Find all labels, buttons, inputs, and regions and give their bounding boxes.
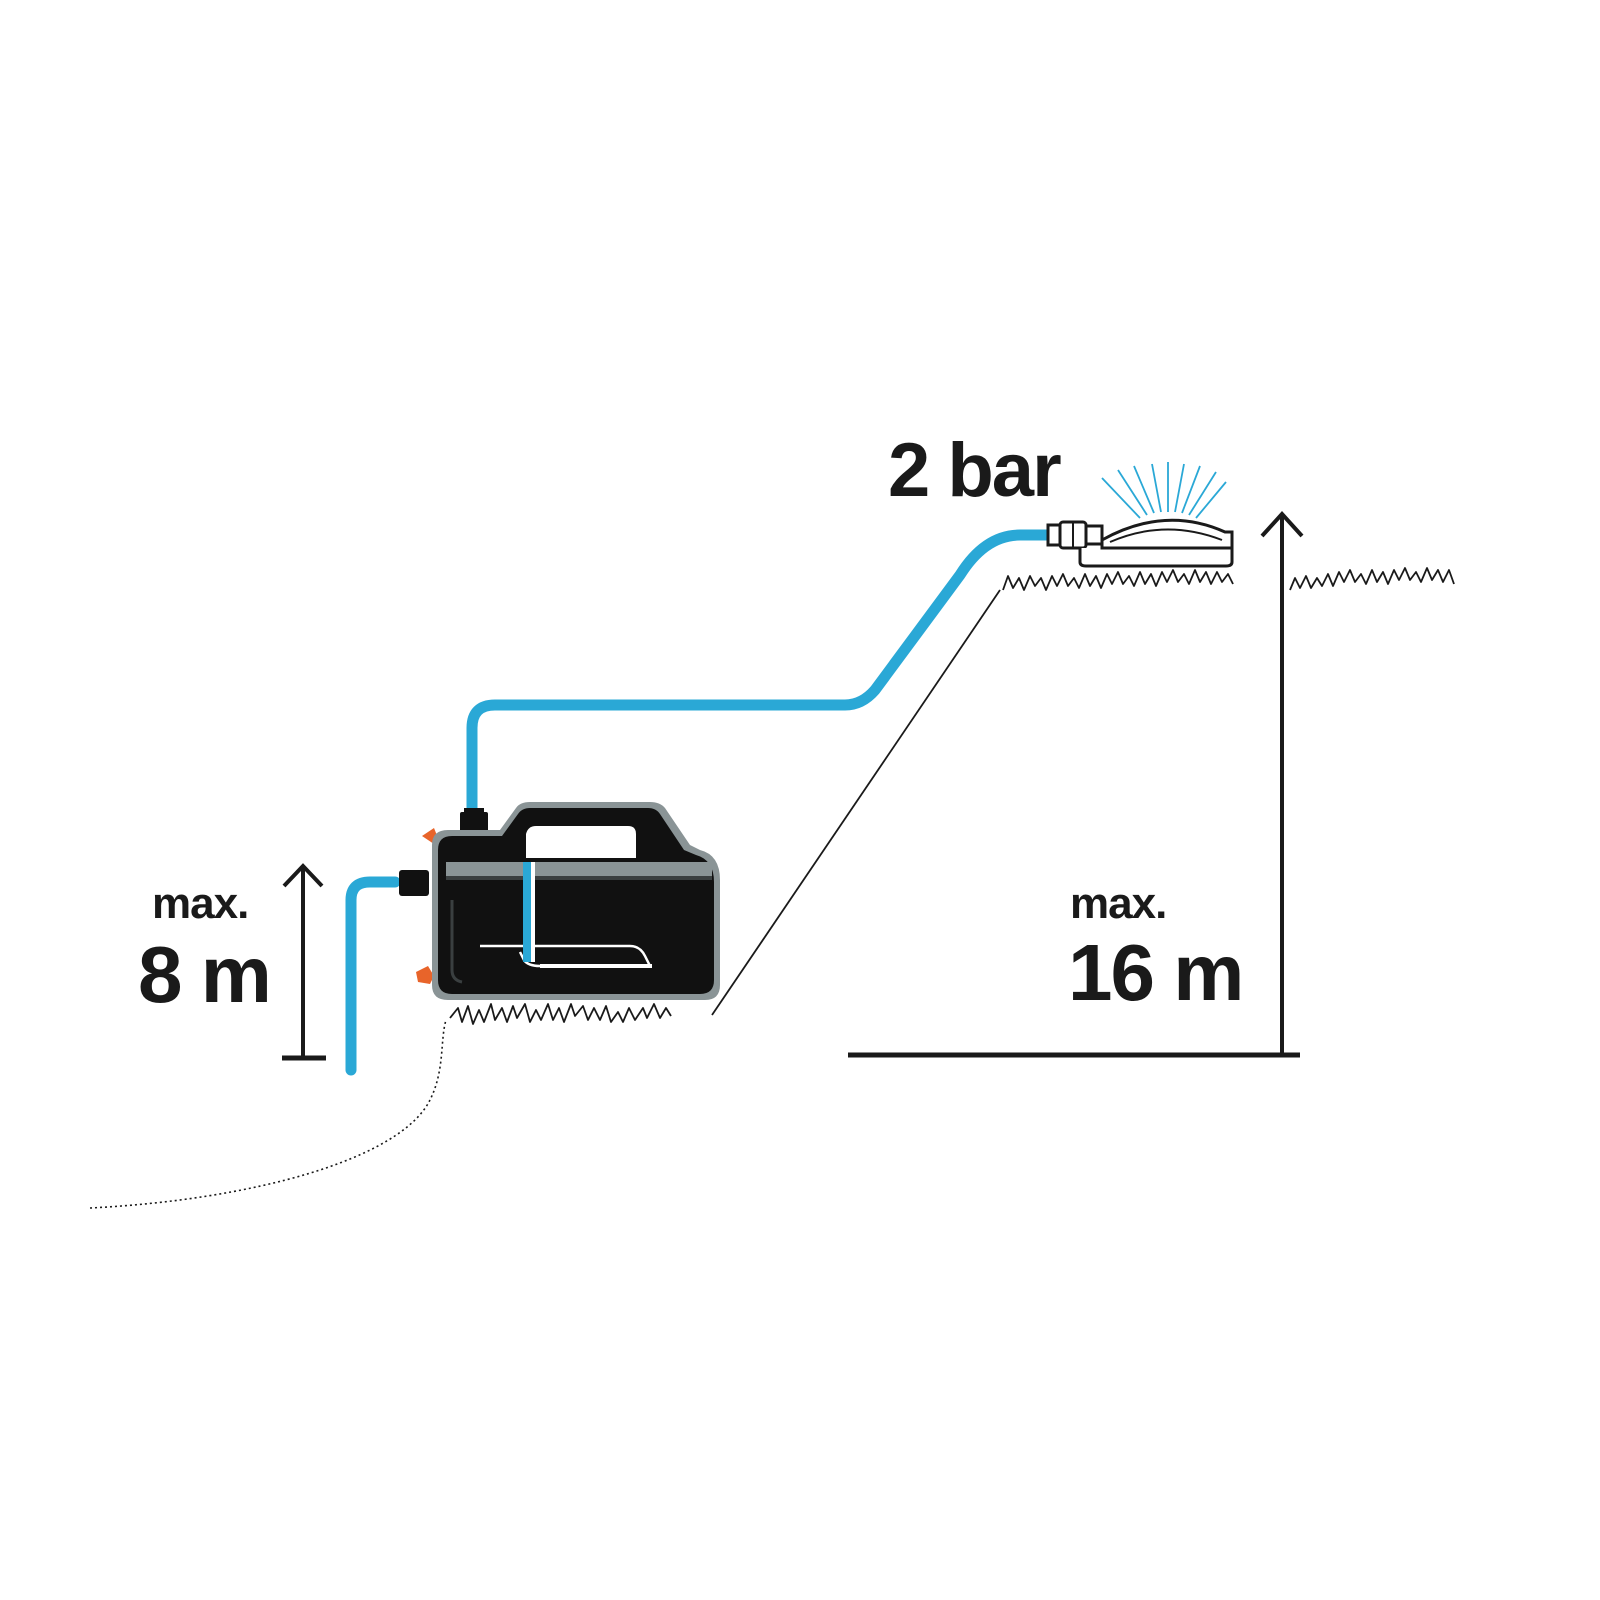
water-source-bank (89, 1019, 447, 1209)
suction-height-value: 8 m (138, 930, 270, 1019)
delivery-height-value: 16 m (1068, 928, 1242, 1017)
sprinkler-icon (1046, 462, 1234, 568)
up-arrow-icon (1260, 511, 1304, 1055)
pressure-label: 2 bar (888, 428, 1061, 513)
suction-height-prefix: max. (152, 879, 248, 928)
suction-hose (345, 876, 401, 1076)
garden-pump-icon (399, 802, 720, 1000)
grass-icon (1002, 569, 1234, 591)
grass-icon (449, 1003, 672, 1025)
up-arrow-icon (282, 863, 326, 1061)
grass-icon (1289, 567, 1455, 591)
slope-line (711, 589, 1001, 1016)
pressure-hose (466, 529, 1056, 816)
delivery-height-prefix: max. (1070, 879, 1166, 928)
